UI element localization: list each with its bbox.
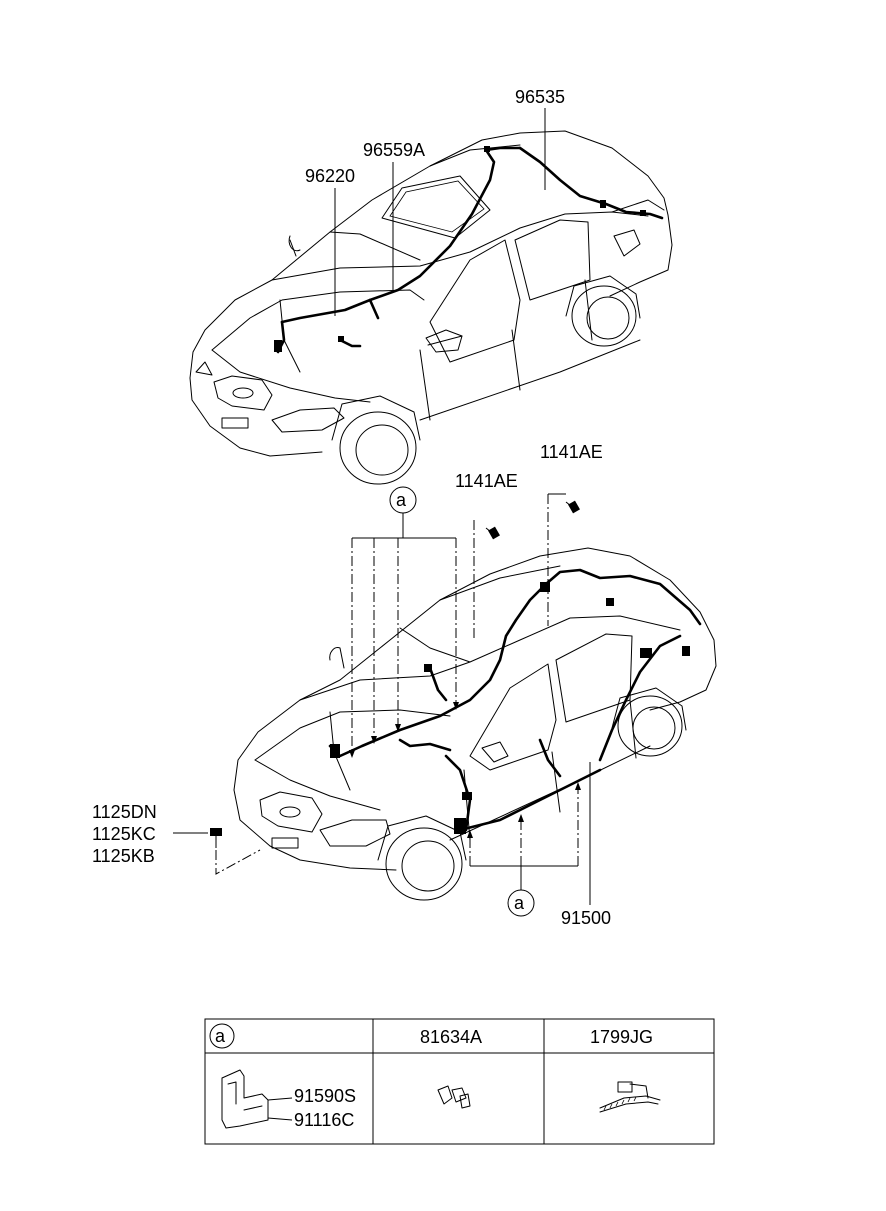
callout-a-leaders-top (349, 513, 459, 758)
bottom-car-illustration (233, 547, 717, 901)
part-label-91500: 91500 (561, 908, 611, 928)
bolt-1141AE-right (547, 493, 580, 626)
table-part-91116C: 91116C (294, 1110, 354, 1130)
table-header-1799JG: 1799JG (590, 1027, 653, 1047)
part-label-1141AE-left: 1141AE (455, 471, 518, 491)
clip-1799JG-drawing (599, 1081, 661, 1113)
part-label-96220: 96220 (305, 166, 355, 186)
bolt-1141AE-left (473, 520, 500, 640)
part-label-1125KC: 1125KC (92, 824, 156, 844)
callout-circle-a-top (389, 486, 417, 514)
callout-circle-a-bottom (507, 889, 535, 917)
clip-81634A-drawing (437, 1085, 471, 1109)
table-callout-circle (209, 1023, 235, 1049)
callout-label-a-top: a (396, 490, 407, 510)
top-car-illustration (189, 130, 673, 485)
table-callout-label: a (215, 1026, 226, 1046)
part-label-96535: 96535 (515, 87, 565, 107)
callout-label-a-bottom: a (514, 893, 525, 913)
part-label-1141AE-right: 1141AE (540, 442, 603, 462)
table-part-91590S: 91590S (294, 1086, 356, 1106)
part-label-1125DN: 1125DN (92, 802, 157, 822)
parts-table (204, 1018, 715, 1145)
callout-a-leaders-bottom (467, 782, 581, 890)
part-label-1125KB: 1125KB (92, 846, 155, 866)
table-header-81634A: 81634A (420, 1027, 482, 1047)
clip-91590S-drawing (221, 1069, 293, 1129)
bolt-1125 (173, 828, 261, 875)
part-label-96559A: 96559A (363, 140, 425, 160)
